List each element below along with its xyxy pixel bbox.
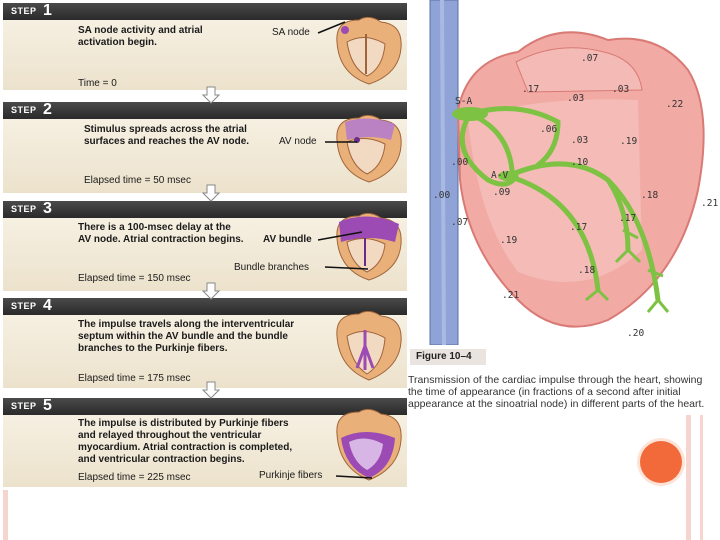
time-label: .03 xyxy=(567,93,585,104)
av-label: A-V xyxy=(491,170,509,181)
heart-illustration-step-1 xyxy=(336,16,402,85)
bundle-branches-callout: Bundle branches xyxy=(234,262,310,273)
time-label: .03 xyxy=(571,135,589,146)
av-node-callout: AV node xyxy=(279,136,317,147)
figure-label: Figure 10–4 xyxy=(410,349,486,365)
time-label: .19 xyxy=(620,136,638,147)
time-label: .18 xyxy=(641,190,659,201)
decorative-bar-right-thin xyxy=(700,415,703,540)
time-label: .17 xyxy=(570,222,588,233)
step-5-description: The impulse is distributed by Purkinje f… xyxy=(78,418,293,465)
step-word: STEP xyxy=(11,204,37,214)
heart-illustration-step-4 xyxy=(336,310,402,381)
step-3-header: STEP 3 xyxy=(3,200,407,218)
step-number: 3 xyxy=(43,200,52,217)
time-label: .21 xyxy=(701,198,719,209)
purkinje-fibers-callout: Purkinje fibers xyxy=(259,470,323,481)
time-label: .10 xyxy=(571,157,589,168)
time-label: .06 xyxy=(540,124,558,135)
step-word: STEP xyxy=(11,301,37,311)
time-label: .19 xyxy=(500,235,518,246)
step-number: 5 xyxy=(43,397,52,414)
down-arrow-icon xyxy=(202,282,220,300)
time-label: .00 xyxy=(433,190,451,201)
heart-illustration-step-3 xyxy=(336,212,402,281)
down-arrow-icon xyxy=(202,381,220,399)
step-5-header: STEP 5 xyxy=(3,397,407,415)
time-label: .17 xyxy=(522,84,540,95)
step-3-description: There is a 100-msec delay at the AV node… xyxy=(78,222,244,245)
time-label: .07 xyxy=(451,217,469,228)
down-arrow-icon xyxy=(202,86,220,104)
time-label: .17 xyxy=(619,213,637,224)
decorative-bar-left xyxy=(3,490,8,540)
time-label: .09 xyxy=(493,187,511,198)
step-word: STEP xyxy=(11,6,37,16)
step-1-time: Time = 0 xyxy=(78,78,117,89)
av-bundle-callout: AV bundle xyxy=(263,234,312,245)
heart-illustration-step-2 xyxy=(336,114,402,183)
step-3-time: Elapsed time = 150 msec xyxy=(78,273,191,284)
step-4-time: Elapsed time = 175 msec xyxy=(78,373,191,384)
sa-node-callout: SA node xyxy=(272,27,310,38)
step-4-header: STEP 4 xyxy=(3,297,407,315)
bundle-branches xyxy=(505,161,661,303)
time-label: .22 xyxy=(666,99,684,110)
down-arrow-icon xyxy=(202,184,220,202)
accent-circle xyxy=(640,441,682,483)
time-label: .18 xyxy=(578,265,596,276)
decorative-bar-right xyxy=(686,415,691,540)
step-word: STEP xyxy=(11,401,37,411)
step-5-time: Elapsed time = 225 msec xyxy=(78,472,191,483)
time-label: .20 xyxy=(627,328,645,339)
step-1-description: SA node activity and atrial activation b… xyxy=(78,25,203,48)
time-label: .03 xyxy=(612,84,630,95)
step-2-header: STEP 2 xyxy=(3,101,407,119)
step-word: STEP xyxy=(11,105,37,115)
step-1-header: STEP 1 xyxy=(3,2,407,20)
step-2-description: Stimulus spreads across the atrial surfa… xyxy=(84,124,250,147)
step-4-description: The impulse travels along the interventr… xyxy=(78,319,295,354)
time-label: .07 xyxy=(581,53,599,64)
purkinje-fibers xyxy=(585,228,670,313)
step-number: 4 xyxy=(43,297,52,314)
sa-label: S-A xyxy=(455,96,473,107)
time-label: .21 xyxy=(502,290,520,301)
heart-conduction-diagram xyxy=(429,0,705,345)
heart-illustration-step-5 xyxy=(336,408,402,481)
step-number: 2 xyxy=(43,101,52,118)
figure-caption: Transmission of the cardiac impulse thro… xyxy=(408,374,705,410)
internodal-pathways xyxy=(459,106,561,187)
step-number: 1 xyxy=(43,2,52,19)
time-label: .00 xyxy=(451,157,469,168)
step-2-time: Elapsed time = 50 msec xyxy=(84,175,191,186)
